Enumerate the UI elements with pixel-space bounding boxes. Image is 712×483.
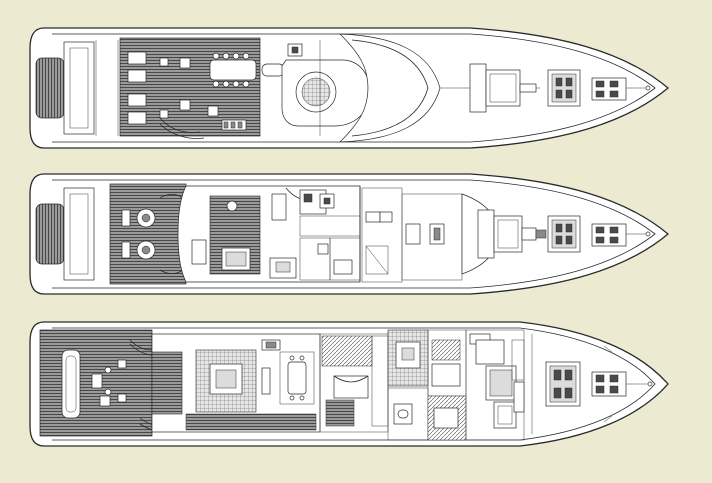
main-deck-owner-suite [465, 329, 525, 441]
main-deck-aft-teak [39, 329, 153, 437]
sun-deck-jacuzzi [281, 43, 371, 127]
bridge-deck-aft-teak [109, 183, 187, 285]
sun-deck-plan [29, 27, 670, 149]
main-deck-mid-section [319, 329, 467, 441]
bridge-deck-cabins [299, 186, 463, 283]
sun-deck-bow-equipment [547, 69, 651, 107]
main-deck-plan [29, 321, 669, 447]
bridge-deck-plan [29, 173, 670, 295]
main-deck-bow-equipment [531, 334, 653, 434]
sun-deck-dining-table [209, 52, 285, 88]
bridge-deck-swim-platform [35, 203, 65, 265]
sun-deck-swim-platform [35, 57, 65, 119]
sun-loungers [127, 51, 191, 125]
bridge-deck-bow-equipment [547, 215, 651, 253]
